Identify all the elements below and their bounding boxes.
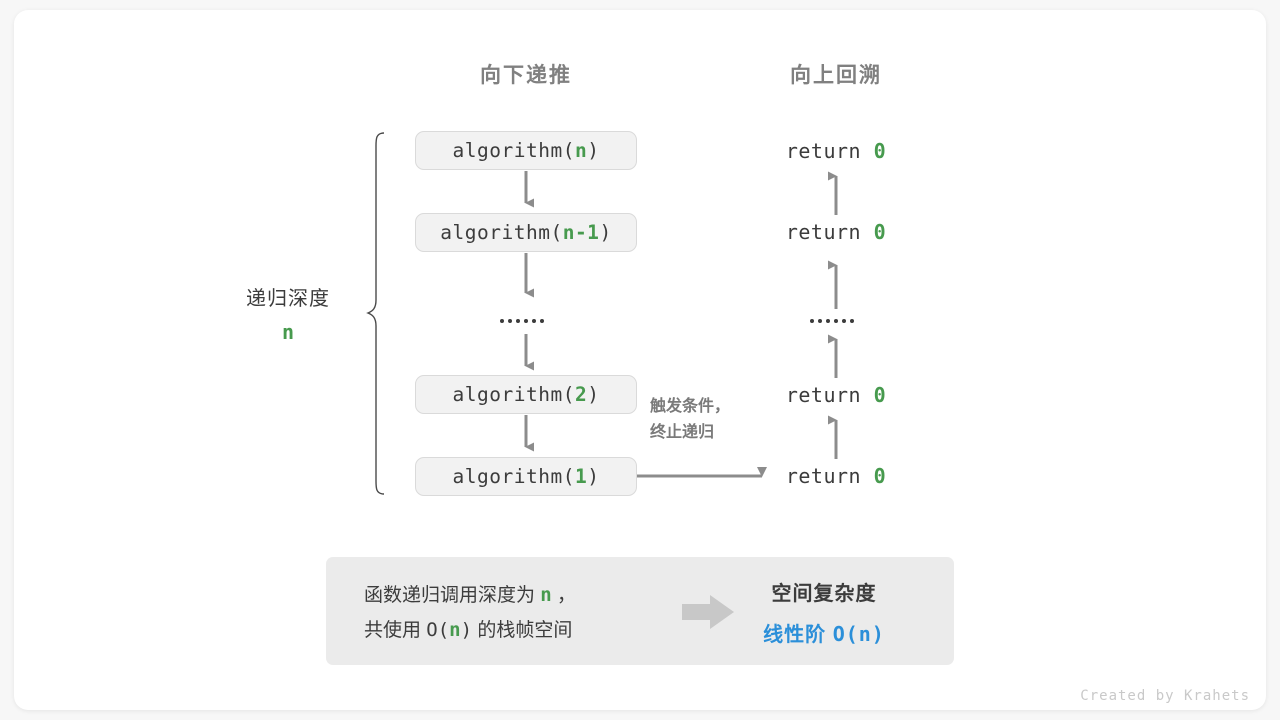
call-box-close: ) xyxy=(587,139,600,162)
summary-line2-text-b: 的栈帧空间 xyxy=(472,620,573,641)
summary-line2-close: ) xyxy=(460,619,473,641)
recursion-depth-label: 递归深度 n xyxy=(228,282,348,344)
block-arrow-right-icon xyxy=(682,595,734,629)
return-value: 0 xyxy=(873,220,887,244)
summary-result: 空间复杂度 线性阶 O(n) xyxy=(724,577,924,647)
summary-result-value: 线性阶 O(n) xyxy=(724,618,924,647)
call-box-close: ) xyxy=(599,221,612,244)
trigger-note-line2: 终止递归 xyxy=(650,424,715,441)
recursion-depth-text: 递归深度 xyxy=(246,288,330,310)
summary-line2-text-a: 共使用 xyxy=(364,620,427,641)
call-box-name: algorithm( xyxy=(440,221,563,244)
return-value: 0 xyxy=(873,383,887,407)
summary-line-2: 共使用 O(n) 的栈帧空间 xyxy=(364,613,576,648)
recursion-depth-value: n xyxy=(281,320,295,344)
trigger-condition-note: 触发条件， 终止递归 xyxy=(650,394,730,446)
call-box-2[interactable]: algorithm(2) xyxy=(415,375,637,414)
return-label-4: return 0 xyxy=(736,464,936,488)
summary-line1-text-a: 函数递归调用深度为 xyxy=(364,585,541,606)
call-box-name: algorithm( xyxy=(452,139,575,162)
trigger-note-line1: 触发条件， xyxy=(650,398,731,415)
call-box-n[interactable]: algorithm(n) xyxy=(415,131,637,170)
summary-line1-n: n xyxy=(540,584,552,606)
call-box-arg: n-1 xyxy=(562,221,600,244)
summary-line1-text-b: ， xyxy=(551,585,577,606)
summary-result-notation: O(n) xyxy=(832,622,885,646)
call-box-n-minus-1[interactable]: algorithm(n-1) xyxy=(415,213,637,252)
return-label-2: return 0 xyxy=(736,220,936,244)
call-box-arg: 1 xyxy=(574,465,588,488)
return-keyword: return xyxy=(785,464,874,488)
call-box-close: ) xyxy=(587,383,600,406)
return-label-3: return 0 xyxy=(736,383,936,407)
call-box-1[interactable]: algorithm(1) xyxy=(415,457,637,496)
summary-result-title: 空间复杂度 xyxy=(771,583,877,605)
summary-line2-n: n xyxy=(449,619,461,641)
call-box-name: algorithm( xyxy=(452,465,575,488)
summary-line-1: 函数递归调用深度为 n ， xyxy=(364,578,576,613)
ellipsis-right xyxy=(810,319,854,323)
ellipsis-left xyxy=(500,319,544,323)
call-box-name: algorithm( xyxy=(452,383,575,406)
footer-credit: Created by Krahets xyxy=(1080,688,1250,704)
summary-box: 函数递归调用深度为 n ， 共使用 O(n) 的栈帧空间 空间复杂度 线性阶 O… xyxy=(326,557,954,665)
return-value: 0 xyxy=(873,139,887,163)
column-header-descend: 向下递推 xyxy=(480,64,572,87)
call-box-arg: 2 xyxy=(574,383,588,406)
summary-description: 函数递归调用深度为 n ， 共使用 O(n) 的栈帧空间 xyxy=(364,578,576,648)
return-label-1: return 0 xyxy=(736,139,936,163)
call-box-close: ) xyxy=(587,465,600,488)
summary-result-order: 线性阶 xyxy=(763,624,833,646)
return-keyword: return xyxy=(785,383,874,407)
return-value: 0 xyxy=(873,464,887,488)
return-keyword: return xyxy=(785,220,874,244)
call-box-arg: n xyxy=(574,139,588,162)
column-header-ascend: 向上回溯 xyxy=(790,64,882,87)
summary-line2-o: O( xyxy=(426,619,450,641)
return-keyword: return xyxy=(785,139,874,163)
